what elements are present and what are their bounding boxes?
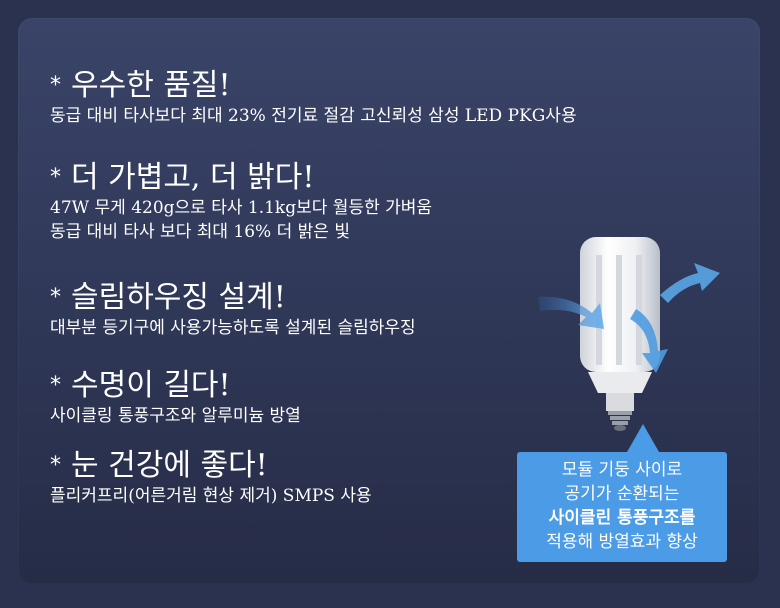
feature-title: 더 가볍고, 더 밝다! [71,160,315,195]
feature-description: 사이클링 통풍구조와 알루미늄 방열 [50,406,301,426]
info-callout: 모듈 기둥 사이로 공기가 순환되는 사이클린 통풍구조를 적용해 방열효과 향… [517,424,727,562]
feature-description: 대부분 등기구에 사용가능하도록 설계된 슬림하우징 [50,318,416,338]
bullet-star: * [50,373,61,398]
feature-eye-health: * 눈 건강에 좋다! 플리커프리(어른거림 현상 제거) SMPS 사용 [50,448,372,508]
bullet-star: * [50,285,61,310]
callout-line: 모듈 기둥 사이로 [561,460,683,480]
feature-slim-housing: * 슬림하우징 설계! 대부분 등기구에 사용가능하도록 설계된 슬림하우징 [50,280,416,340]
feature-description: 플리커프리(어른거림 현상 제거) SMPS 사용 [50,486,372,506]
airflow-arrow-icon [538,296,604,329]
feature-heading: * 슬림하우징 설계! [50,280,416,316]
bullet-star: * [50,165,61,190]
feature-title: 눈 건강에 좋다! [71,448,268,483]
feature-lifespan: * 수명이 길다! 사이클링 통풍구조와 알루미늄 방열 [50,368,301,428]
feature-title: 수명이 길다! [71,368,231,403]
bulb-neck [588,372,652,393]
callout-pointer [627,424,659,452]
airflow-arrow-icon [630,309,668,373]
bullet-star: * [50,73,61,98]
feature-description: 47W 무게 420g으로 타사 1.1kg보다 월등한 가벼움 [50,198,433,218]
feature-description: 동급 대비 타사보다 최대 23% 전기료 절감 고신뢰성 삼성 LED PKG… [50,106,577,126]
feature-title: 슬림하우징 설계! [71,280,286,315]
led-bulb-illustration [538,237,720,431]
callout-line: 공기가 순환되는 [564,484,680,504]
feature-description: 동급 대비 타사 보다 최대 16% 더 밝은 빛 [50,222,350,242]
feature-heading: * 수명이 길다! [50,368,301,404]
callout-line: 적용해 방열효과 향상 [546,532,698,552]
feature-title: 우수한 품질! [71,68,231,103]
bulb-base [606,393,634,411]
feature-light-bright: * 더 가볍고, 더 밝다! 47W 무게 420g으로 타사 1.1kg보다 월… [50,160,432,244]
feature-heading: * 우수한 품질! [50,68,577,104]
feature-heading: * 눈 건강에 좋다! [50,448,372,484]
bullet-star: * [50,453,61,478]
feature-quality: * 우수한 품질! 동급 대비 타사보다 최대 23% 전기료 절감 고신뢰성 삼… [50,68,577,128]
feature-heading: * 더 가볍고, 더 밝다! [50,160,432,196]
airflow-arrow-icon [660,263,720,303]
callout-line: 사이클린 통풍구조를 [548,508,696,528]
